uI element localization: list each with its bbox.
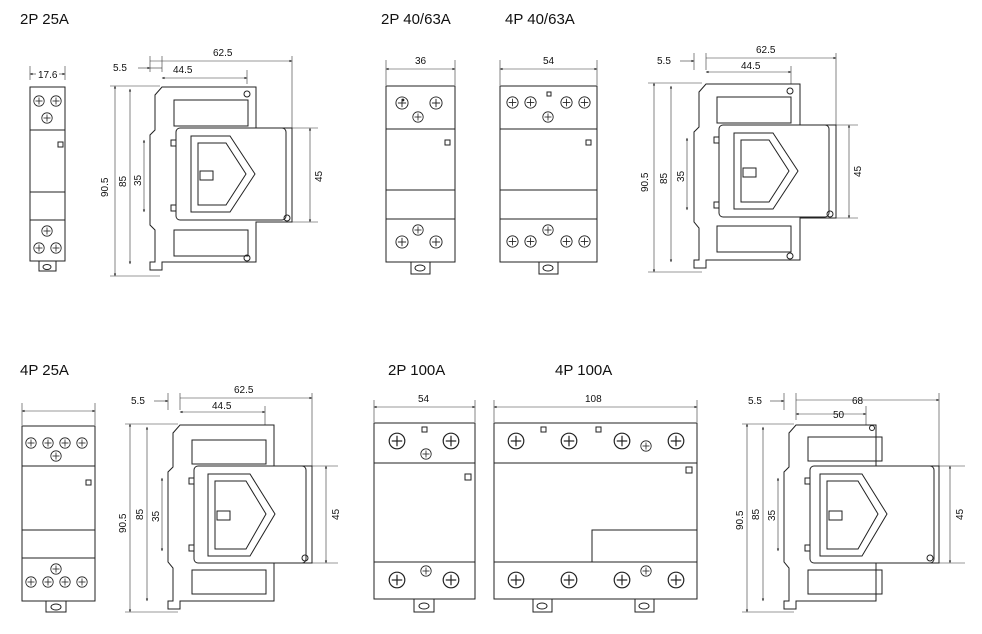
- dim-5-5-b: 5.5: [657, 56, 671, 67]
- front-view-4p-40-63a: 54: [499, 56, 598, 275]
- side-view-4p-40-63a: 62.5 5.5 44.5 90.5 85 35 45: [640, 45, 864, 273]
- title-2p-40-63a: 2P 40/63A: [381, 11, 451, 28]
- dim-width-36: 36: [415, 56, 427, 67]
- dim-50: 50: [833, 410, 845, 421]
- dim-35-d: 35: [767, 509, 778, 521]
- dim-height-90-5-b: 90.5: [640, 172, 651, 192]
- front-view-4p-100a: 108: [493, 394, 698, 613]
- side-view-2p-25a: 62.5 5.5 44.5 90.5 85 35 45: [100, 48, 325, 277]
- dim-45-c: 45: [331, 508, 342, 520]
- dim-45-d: 45: [955, 508, 966, 520]
- dim-width-17-6: 17.6: [38, 70, 58, 81]
- dim-45: 45: [314, 170, 325, 182]
- dim-height-85-d: 85: [751, 508, 762, 520]
- dim-height-85-b: 85: [659, 172, 670, 184]
- dim-height-90-5: 90.5: [100, 177, 111, 197]
- dim-height-90-5-d: 90.5: [735, 510, 746, 530]
- front-view-2p-100a: 54: [373, 394, 476, 613]
- dim-height-85-c: 85: [135, 508, 146, 520]
- side-view-4p-25a: 62.5 5.5 44.5 90.5 85 35 45: [118, 385, 342, 613]
- dim-height-90-5-c: 90.5: [118, 513, 129, 533]
- title-4p-40-63a: 4P 40/63A: [505, 11, 575, 28]
- dim-depth-68: 68: [852, 396, 864, 407]
- dim-35: 35: [133, 174, 144, 186]
- dim-5-5-c: 5.5: [131, 396, 145, 407]
- dim-45-b: 45: [853, 165, 864, 177]
- dim-35-c: 35: [151, 510, 162, 522]
- dim-5-5: 5.5: [113, 63, 127, 74]
- dim-44-5-b: 44.5: [741, 61, 761, 72]
- front-view-2p-40-63a: 36: [385, 56, 456, 275]
- dim-44-5-c: 44.5: [212, 401, 232, 412]
- title-2p-25a: 2P 25A: [20, 11, 69, 28]
- dim-height-85: 85: [118, 175, 129, 187]
- dim-width-108: 108: [585, 394, 602, 405]
- dim-35-b: 35: [676, 170, 687, 182]
- dim-44-5: 44.5: [173, 65, 193, 76]
- dim-width-54-b: 54: [418, 394, 430, 405]
- title-4p-100a: 4P 100A: [555, 362, 612, 379]
- side-view-100a: 68 5.5 50 90.5 85 35 45: [735, 393, 966, 613]
- dim-5-5-d: 5.5: [748, 396, 762, 407]
- dim-depth-62-5-b: 62.5: [756, 45, 776, 56]
- dim-width-54: 54: [543, 56, 555, 67]
- dim-depth-62-5-c: 62.5: [234, 385, 254, 396]
- dim-depth-62-5: 62.5: [213, 48, 233, 59]
- title-2p-100a: 2P 100A: [388, 362, 445, 379]
- front-view-2p-25a: 17.6: [29, 66, 66, 272]
- front-view-4p-25a: [21, 403, 96, 613]
- title-4p-25a: 4P 25A: [20, 362, 69, 379]
